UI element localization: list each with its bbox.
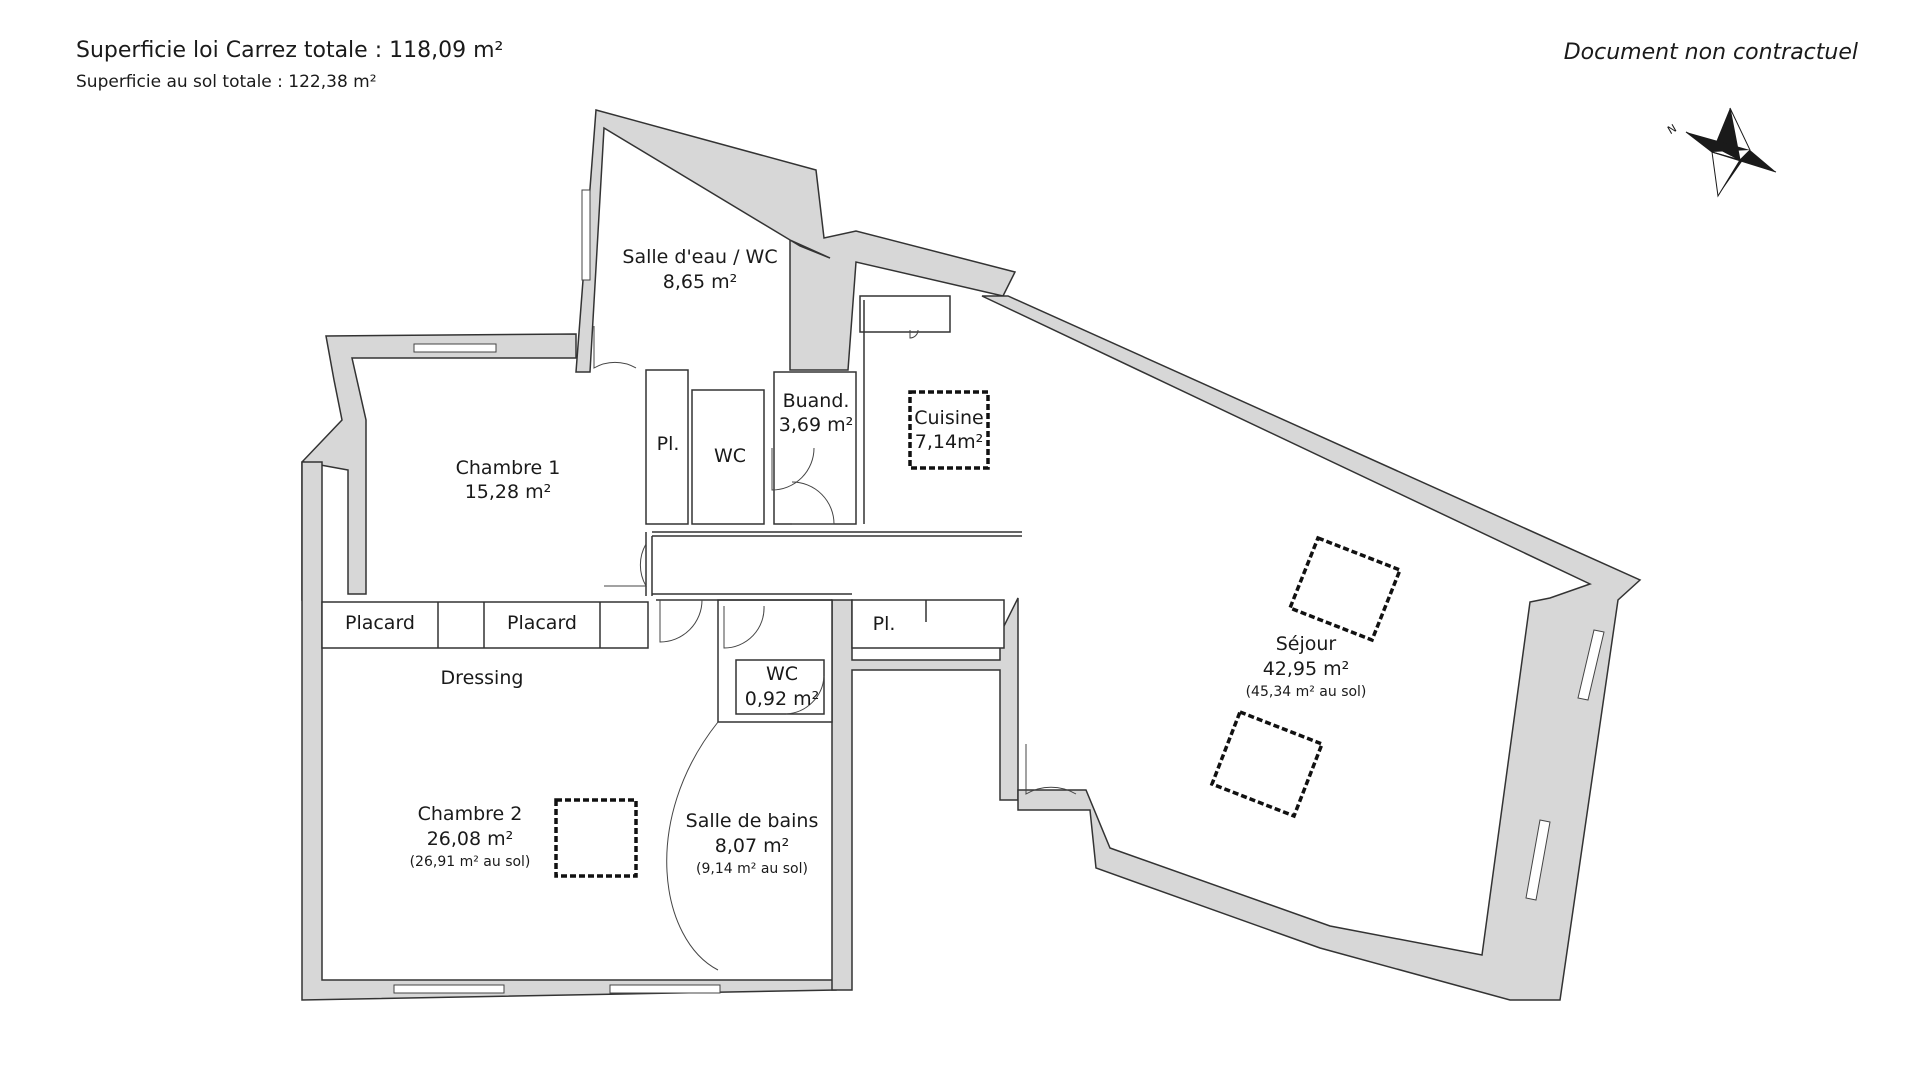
room-labels: Salle d'eau / WC 8,65 m² Chambre 1 15,28… (345, 246, 1366, 877)
room-area-chambre1: 15,28 m² (465, 481, 552, 503)
room-name-wc-2: WC (766, 663, 798, 685)
room-name-salle-bains: Salle de bains (686, 810, 819, 832)
room-name-dressing: Dressing (441, 667, 524, 689)
room-floor-area-chambre2: (26,91 m² au sol) (410, 854, 531, 870)
room-name-pl-1: Pl. (657, 433, 680, 455)
room-name-cuisine: Cuisine (914, 407, 984, 429)
room-name-placard-1: Placard (345, 612, 415, 634)
floor-total-area: Superficie au sol totale : 122,38 m² (76, 72, 377, 92)
compass-north-label: N (1665, 122, 1679, 137)
room-floor-area-sejour: (45,34 m² au sol) (1246, 684, 1367, 700)
room-floor-area-salle-bains: (9,14 m² au sol) (696, 861, 808, 877)
doors (593, 326, 1077, 971)
room-area-salle-eau: 8,65 m² (663, 271, 737, 293)
room-area-buanderie: 3,69 m² (779, 414, 853, 436)
skylights (554, 390, 1403, 878)
room-name-wc-1: WC (714, 445, 746, 467)
windows (393, 189, 1605, 994)
room-area-salle-bains: 8,07 m² (715, 835, 789, 857)
interior-partitions (321, 295, 1022, 723)
room-name-chambre2: Chambre 2 (418, 803, 523, 825)
room-name-chambre1: Chambre 1 (456, 457, 561, 479)
room-name-placard-2: Placard (507, 612, 577, 634)
room-name-buanderie: Buand. (783, 390, 850, 412)
exterior-walls (301, 109, 1642, 1001)
room-area-wc-2: 0,92 m² (745, 688, 819, 710)
room-name-sejour: Séjour (1276, 633, 1337, 655)
carrez-total-area: Superficie loi Carrez totale : 118,09 m² (76, 38, 504, 63)
compass-rose-icon: N (1665, 107, 1777, 198)
room-area-sejour: 42,95 m² (1263, 658, 1350, 680)
room-name-salle-eau: Salle d'eau / WC (622, 246, 777, 268)
disclaimer: Document non contractuel (1563, 40, 1858, 65)
room-name-pl-2: Pl. (873, 613, 896, 635)
room-area-cuisine: 7,14m² (915, 431, 983, 453)
room-area-chambre2: 26,08 m² (427, 828, 514, 850)
